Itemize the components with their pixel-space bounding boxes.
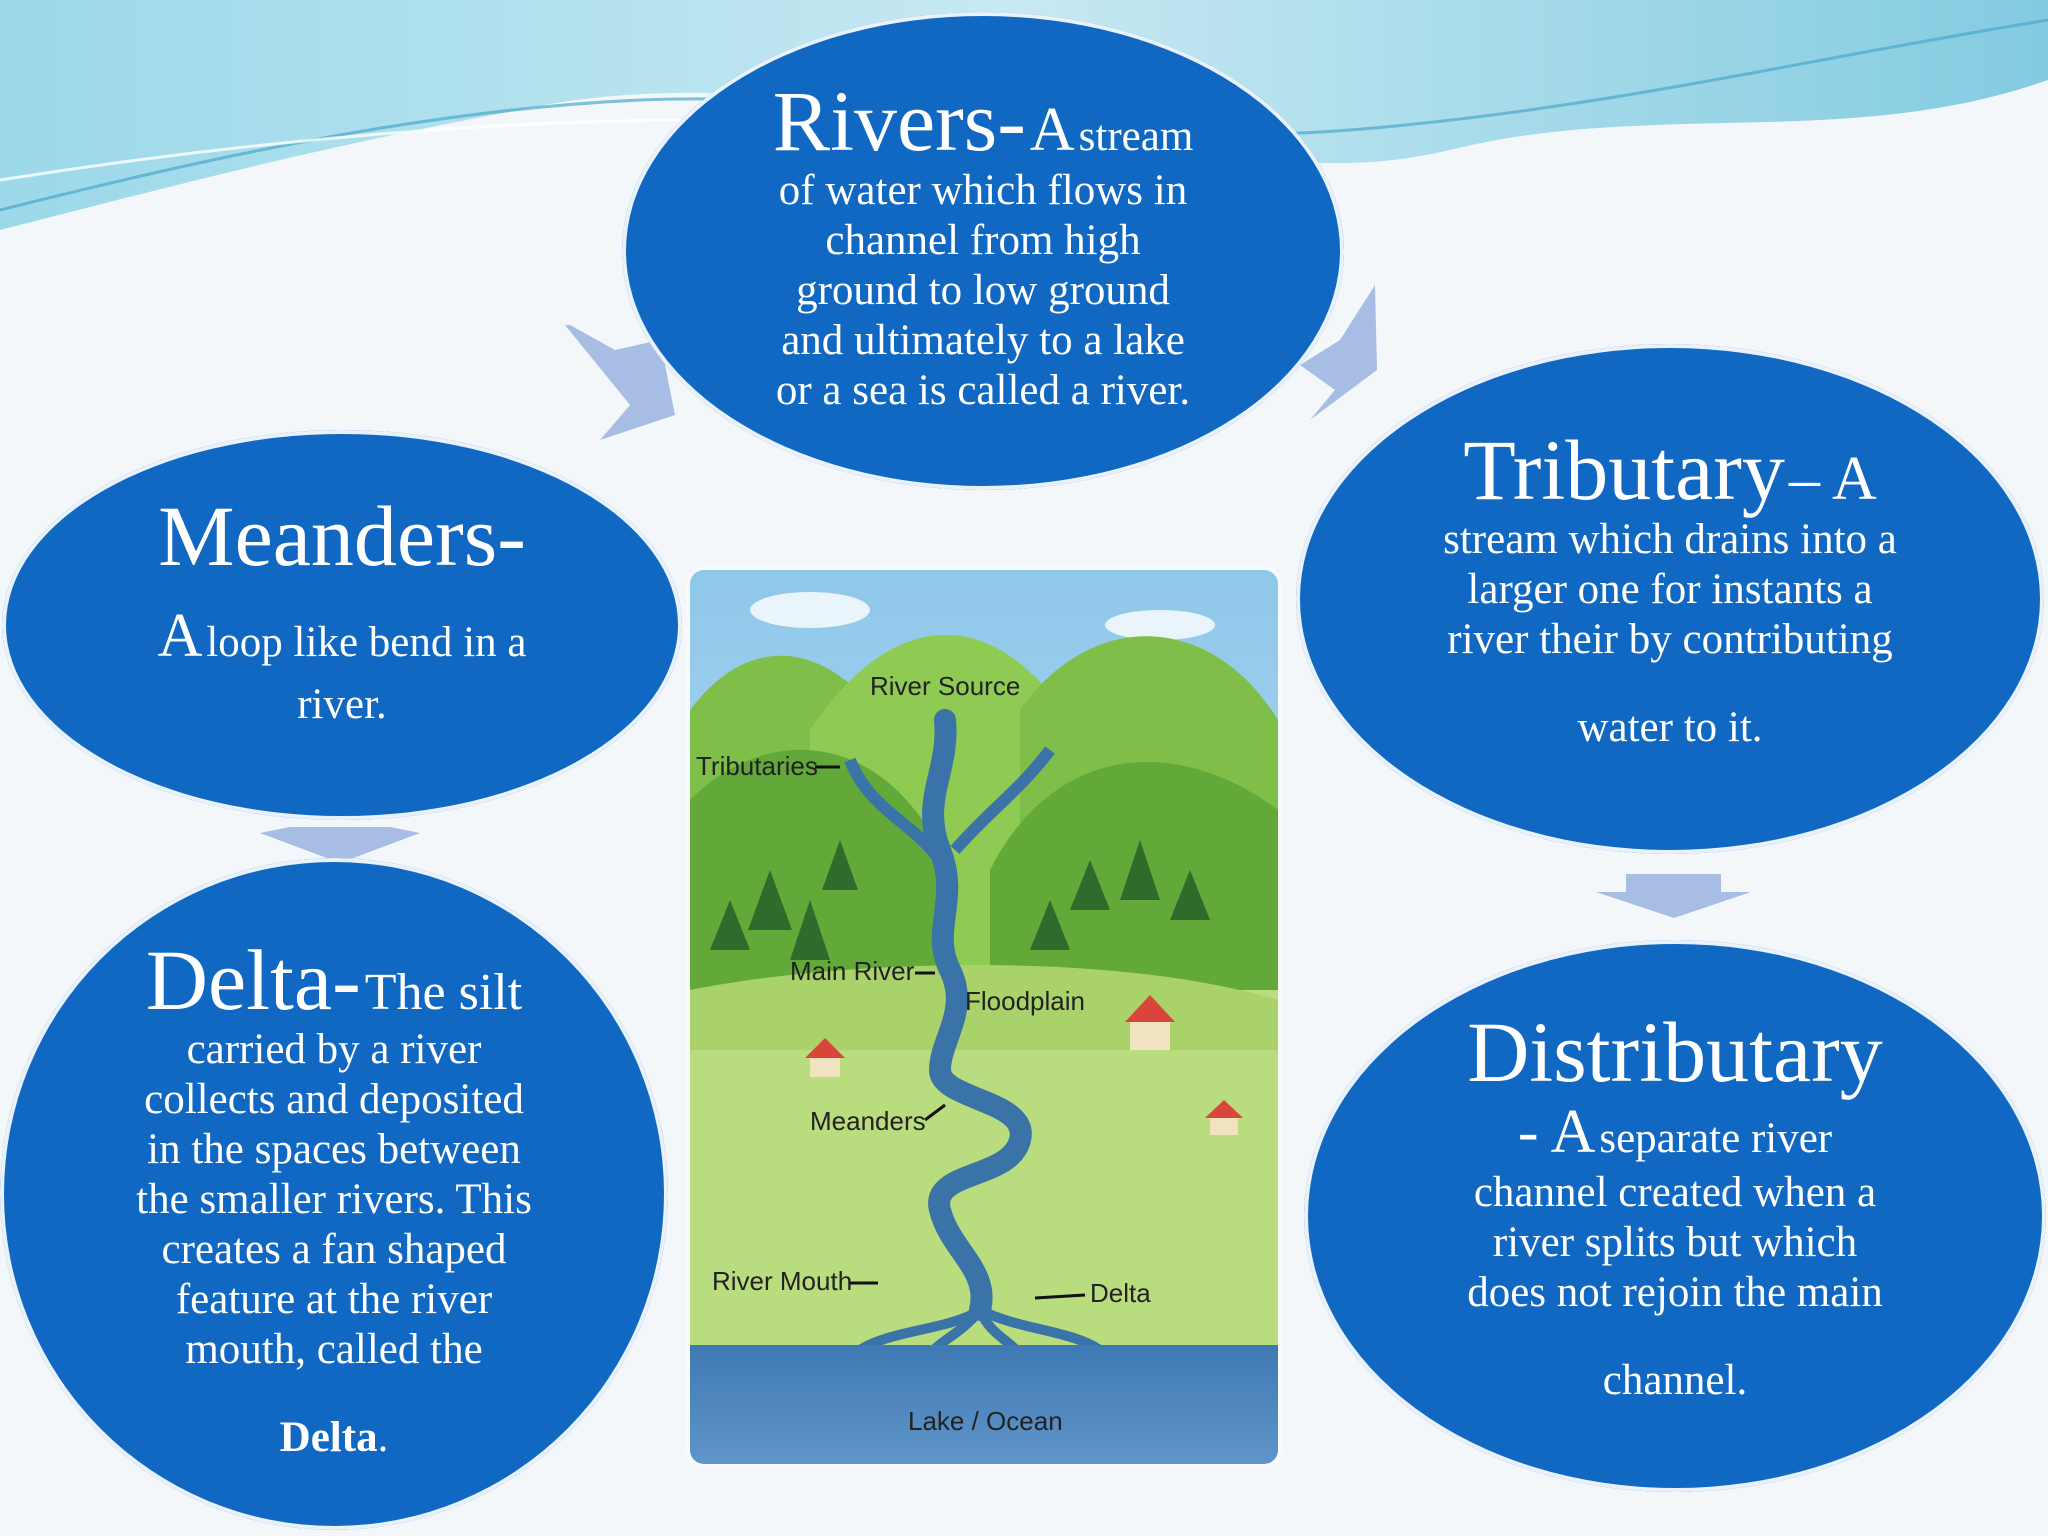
delta-line-6: feature at the river: [175, 1276, 493, 1323]
distributary-line-4: channel.: [1602, 1356, 1748, 1404]
tributary-bubble: Tributary – A stream which drains into a…: [1296, 344, 2044, 854]
label-floodplain: Floodplain: [965, 986, 1085, 1016]
distributary-title: Distributary: [1467, 1003, 1883, 1100]
tributary-line-1: stream which drains into a: [1443, 516, 1897, 563]
rivers-bubble: Rivers- A stream of water which flows in…: [622, 12, 1344, 490]
rivers-title: Rivers-: [772, 73, 1026, 169]
tributary-line-4: water to it.: [1577, 704, 1763, 751]
arrow-rivers-to-meanders: [565, 325, 675, 440]
delta-bold-word: Delta: [279, 1414, 378, 1461]
delta-line-5: creates a fan shaped: [161, 1226, 507, 1273]
meanders-line-1: loop like bend in a: [206, 618, 527, 666]
rivers-lead-rest: stream: [1078, 113, 1194, 160]
arrow-delta: [1034, 1293, 1086, 1300]
distributary-bubble: Distributary - A separate river channel …: [1304, 940, 2046, 1492]
distributary-lead-rest: separate river: [1599, 1114, 1833, 1162]
label-river-source: River Source: [870, 671, 1020, 701]
arrow-rivers-to-tributary: [1300, 285, 1377, 420]
delta-bubble: Delta- The silt carried by a river colle…: [0, 858, 668, 1530]
delta-line-7: mouth, called the: [185, 1326, 483, 1373]
rivers-line-5: or a sea is called a river.: [775, 367, 1191, 414]
rivers-line-3: ground to low ground: [796, 267, 1170, 314]
tributary-dash: – A: [1788, 445, 1877, 513]
rivers-line-4: and ultimately to a lake: [781, 317, 1185, 364]
river-diagram: River Source Tributaries Main River Floo…: [690, 570, 1278, 1464]
distributary-dash: - A: [1517, 1097, 1596, 1166]
distributary-line-1: channel created when a: [1473, 1168, 1877, 1216]
arrow-tributary-to-distributary: [1596, 874, 1751, 918]
label-river-mouth: River Mouth: [712, 1266, 852, 1296]
tributary-line-2: larger one for instants a: [1467, 566, 1873, 613]
meanders-title: Meanders-: [158, 487, 526, 584]
delta-end: .: [377, 1414, 389, 1461]
label-meanders: Meanders: [810, 1106, 926, 1136]
delta-line-2: collects and deposited: [144, 1076, 524, 1123]
delta-line-1: carried by a river: [186, 1026, 482, 1073]
tributary-line-3: river their by contributing: [1447, 616, 1893, 663]
label-main-river: Main River: [790, 956, 915, 986]
delta-lead: The silt: [364, 964, 523, 1021]
label-delta: Delta: [1090, 1278, 1151, 1308]
tributary-title: Tributary: [1463, 422, 1785, 518]
delta-line-3: in the spaces between: [147, 1126, 521, 1173]
meanders-bubble: Meanders- A loop like bend in a river.: [2, 430, 682, 820]
delta-line-4: the smaller rivers. This: [136, 1176, 532, 1223]
meanders-lead: A: [157, 601, 203, 670]
rivers-lead: A: [1029, 96, 1075, 164]
arrow-meanders: [924, 1103, 946, 1122]
arrow-meanders-to-delta: [260, 827, 420, 863]
rivers-line-1: of water which flows in: [778, 167, 1188, 214]
distributary-line-2: river splits but which: [1492, 1218, 1858, 1266]
label-tributaries: Tributaries: [696, 751, 818, 781]
meanders-line-2: river.: [297, 680, 387, 728]
delta-title: Delta-: [145, 932, 361, 1028]
rivers-line-2: channel from high: [825, 217, 1141, 264]
distributary-line-3: does not rejoin the main: [1467, 1268, 1883, 1316]
label-lake-ocean: Lake / Ocean: [908, 1406, 1063, 1436]
